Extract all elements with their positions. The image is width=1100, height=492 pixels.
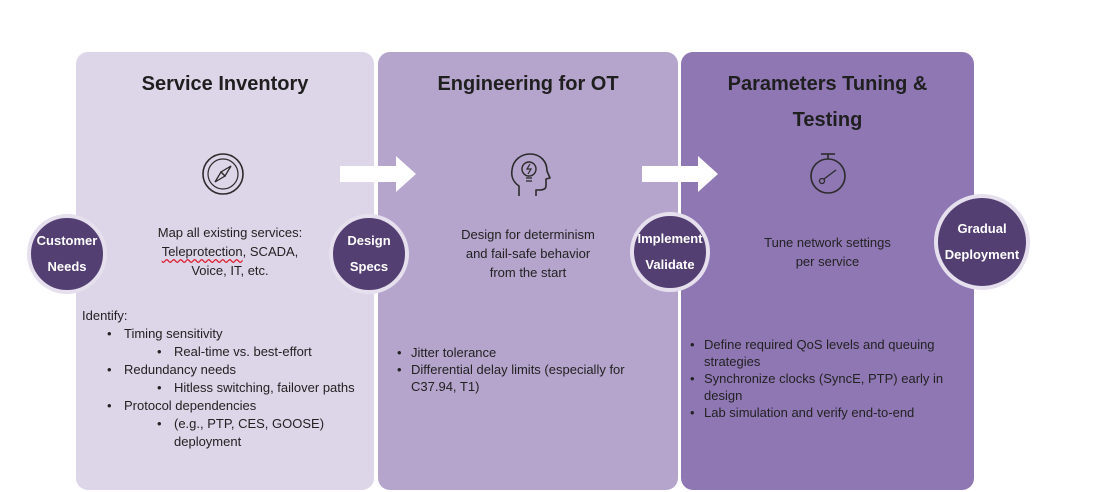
list-item: Jitter tolerance: [395, 344, 665, 361]
list-item: Protocol dependencies: [82, 397, 374, 415]
list-item-continued: design: [704, 388, 743, 403]
list-item-continued: strategies: [704, 354, 761, 369]
list-item: Redundancy needs: [82, 361, 374, 379]
milestone-implement-validate: Implement Validate: [630, 212, 710, 292]
flow-arrow: [642, 156, 718, 192]
list-item-continued: C37.94, T1): [411, 379, 480, 394]
list-subitem-continued: deployment: [174, 434, 242, 449]
list-subitem: (e.g., PTP, CES, GOOSE): [82, 415, 374, 433]
compass-icon: [202, 153, 244, 195]
list-item: Synchronize clocks (SyncE, PTP) early in: [688, 370, 964, 387]
milestone-design-specs: Design Specs: [329, 214, 409, 294]
list-subitem: Hitless switching, failover paths: [82, 379, 374, 397]
tasks-list: Define required QoS levels and queuing s…: [688, 336, 964, 421]
identify-label: Identify:: [82, 308, 128, 323]
list-item: Define required QoS levels and queuing: [688, 336, 964, 353]
head-lightbulb-icon: [510, 153, 551, 196]
list-item: Lab simulation and verify end-to-end: [688, 404, 964, 421]
stage-description: Design for determinism and fail-safe beh…: [461, 227, 595, 280]
identify-list: Identify: Timing sensitivity Real-time v…: [82, 307, 374, 451]
requirements-list: Jitter tolerance Differential delay limi…: [395, 344, 665, 396]
milestone-gradual-deployment: Gradual Deployment: [934, 194, 1030, 290]
stage-panel-parameters-tuning: Parameters Tuning & Testing Tune network…: [681, 52, 974, 490]
stopwatch-icon: [810, 153, 846, 194]
list-subitem: Real-time vs. best-effort: [82, 343, 374, 361]
flow-arrow: [340, 156, 416, 192]
list-item: Timing sensitivity: [82, 325, 374, 343]
stage-title: Engineering for OT: [437, 73, 619, 95]
stage-description: Tune network settings per service: [764, 235, 891, 269]
stage-panel-engineering-for-ot: Engineering for OT Design for determinis…: [378, 52, 678, 490]
list-item: Differential delay limits (especially fo…: [395, 361, 665, 378]
stage-title: Parameters Tuning & Testing: [727, 73, 928, 131]
stage-title: Service Inventory: [141, 73, 309, 95]
milestone-customer-needs: Customer Needs: [27, 214, 107, 294]
stage-description: Map all existing services: Teleprotectio…: [157, 225, 303, 278]
